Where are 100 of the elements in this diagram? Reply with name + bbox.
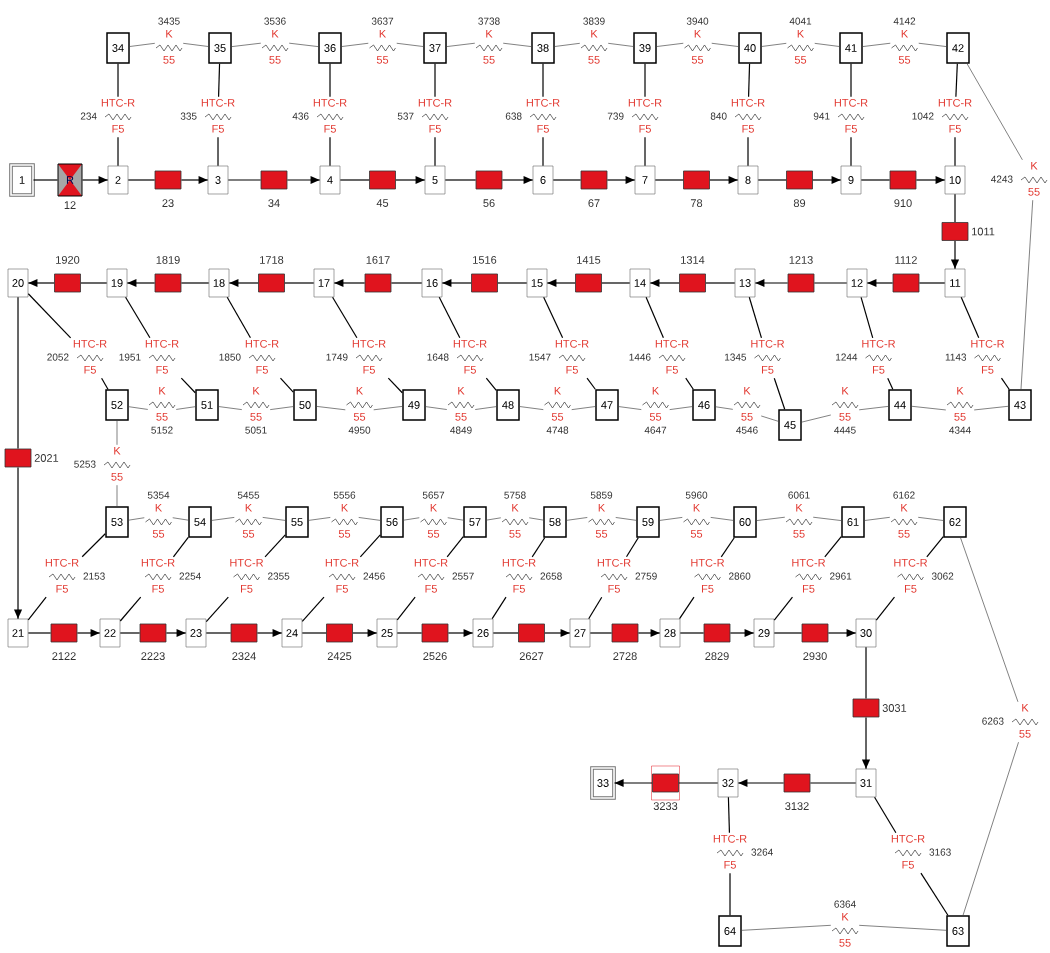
heat-node-box: 58 <box>543 506 567 538</box>
component-label: 1920 <box>56 256 80 264</box>
arrow <box>861 716 871 770</box>
connector-line <box>446 42 476 47</box>
arrow <box>649 278 680 288</box>
component-label: 3233 <box>653 802 678 810</box>
component-label: 1011 <box>972 227 995 236</box>
connector-line <box>180 282 210 284</box>
connector-line <box>205 596 229 623</box>
flow-node-box: 16 <box>421 268 443 298</box>
arrow <box>544 628 571 638</box>
connector-line <box>81 533 106 558</box>
connector-line <box>128 406 149 410</box>
arrow <box>256 628 283 638</box>
arrow <box>180 175 209 185</box>
connector-line <box>601 282 631 284</box>
heat-node-box: 64 <box>718 915 742 947</box>
connector-line <box>962 741 1019 916</box>
connector-line <box>269 406 294 410</box>
connector-line <box>761 43 787 47</box>
connector-line <box>741 924 832 931</box>
connector-line <box>756 516 786 521</box>
connector-line <box>284 282 315 284</box>
arrow <box>228 278 259 288</box>
connector-line <box>301 632 327 634</box>
heat-node-box: 62 <box>943 506 967 538</box>
connector-line <box>528 517 544 521</box>
flow-node-box: 22 <box>99 618 121 648</box>
flow-node-box: 24 <box>281 618 303 648</box>
connector-line <box>887 377 894 390</box>
connector-line <box>656 42 684 47</box>
flow-node-box: 27 <box>569 618 591 648</box>
connector-line <box>172 517 189 521</box>
component-label: 45 <box>376 199 389 207</box>
component-label: 34 <box>268 199 280 207</box>
connector-line <box>125 296 151 339</box>
connector-line <box>874 796 897 834</box>
heat-node-box: 60 <box>733 506 757 538</box>
connector-line <box>359 534 381 558</box>
arrow <box>737 778 785 788</box>
arrow <box>709 175 739 185</box>
terminal-box: 1 <box>9 163 35 197</box>
connector-line <box>654 179 684 181</box>
connector-line <box>850 63 852 98</box>
heat-node-box: 42 <box>946 32 970 64</box>
flow-node-box: 11 <box>944 268 966 298</box>
arrow <box>546 278 576 288</box>
connector-line <box>373 406 403 411</box>
connector-line <box>824 535 842 558</box>
arrow <box>729 628 755 638</box>
heat-node-box: 46 <box>692 389 716 421</box>
connector-line <box>954 136 956 167</box>
connector-line <box>387 377 403 394</box>
heat-node-box: 43 <box>1008 389 1032 421</box>
arrow <box>613 778 653 788</box>
connector-line <box>358 517 381 521</box>
flow-node-box: 2 <box>107 165 129 195</box>
connector-line <box>860 179 891 181</box>
connector-line <box>542 63 544 98</box>
arrow <box>395 175 426 185</box>
component-label: 2930 <box>803 652 827 660</box>
flow-node-box: 26 <box>472 618 494 648</box>
flow-node-box: 12 <box>846 268 868 298</box>
arrow <box>812 175 842 185</box>
connector-line <box>288 42 319 47</box>
heat-node-box: 57 <box>463 506 487 538</box>
connector-line <box>858 406 889 411</box>
connector-line <box>474 406 497 410</box>
connector-line <box>211 517 235 521</box>
component-label: 3132 <box>785 802 809 810</box>
flow-node-box: 7 <box>634 165 656 195</box>
arrow <box>27 278 55 288</box>
flow-node-box: 29 <box>753 618 775 648</box>
heat-node-box: 51 <box>195 389 219 421</box>
connector-line <box>390 282 423 284</box>
connector-line <box>865 646 867 700</box>
connector-line <box>809 782 857 784</box>
connector-line <box>747 136 749 167</box>
connector-line <box>801 414 832 423</box>
connector-line <box>917 516 944 521</box>
connector-line <box>117 136 119 167</box>
arrow <box>126 278 156 288</box>
component-label: 1112 <box>895 256 917 264</box>
flow-node-box: 17 <box>313 268 335 298</box>
connector-line <box>918 42 947 47</box>
flow-node-box: 13 <box>734 268 756 298</box>
connector-line <box>175 406 196 410</box>
connector-line <box>542 136 544 167</box>
flow-node-box: 3 <box>207 165 229 195</box>
connector-line <box>182 42 209 47</box>
connector-line <box>812 516 842 521</box>
component-label: 2526 <box>423 652 447 660</box>
connector-line <box>607 42 634 47</box>
heat-node-box: 39 <box>633 32 657 64</box>
connector-line <box>711 42 739 47</box>
component-label: 1213 <box>789 256 813 264</box>
connector-line <box>262 517 286 521</box>
component-label: 2223 <box>141 652 165 660</box>
arrow <box>286 175 321 185</box>
connector-line <box>586 377 596 390</box>
